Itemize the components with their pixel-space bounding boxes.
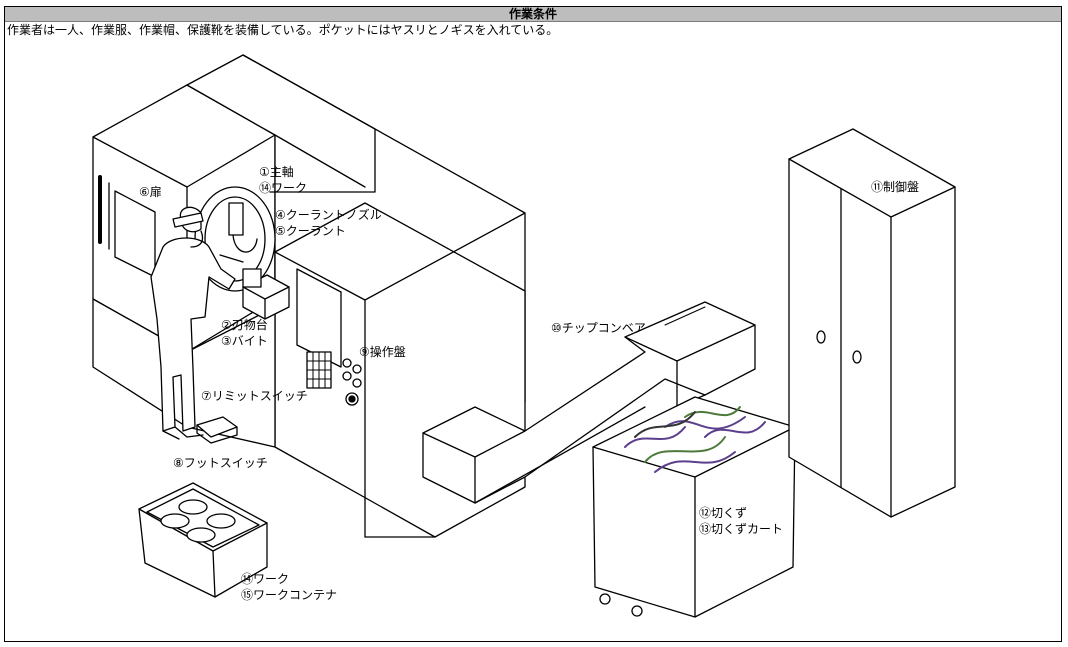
label-control-panel: ⑪制御盤	[871, 180, 920, 194]
label-foot-switch: ⑧フットスイッチ	[173, 456, 268, 470]
label-door: ⑥扉	[139, 185, 162, 199]
label-tool-post: ②刃物台	[221, 318, 268, 332]
chip-conveyor	[422, 301, 756, 504]
label-spindle: ①主軸	[259, 165, 294, 179]
header-bar: 作業条件	[5, 7, 1061, 22]
label-work-2: ⑭ワーク	[241, 572, 290, 586]
label-work-container: ⑮ワークコンテナ	[241, 588, 338, 602]
chip-cart	[592, 396, 796, 618]
header-title: 作業条件	[508, 7, 557, 21]
label-limit-switch: ⑦リミットスイッチ	[201, 389, 308, 403]
label-chip-cart: ⑬切くずカート	[699, 522, 784, 536]
label-chips: ⑫切くず	[699, 506, 748, 520]
label-coolant-nozzle: ④クーラントノズル	[275, 208, 382, 222]
diagram-frame: 作業条件 作業者は一人、作業服、作業帽、保護靴を装備している。ポケットにはヤスリ…	[4, 6, 1062, 642]
work-conditions-text: 作業者は一人、作業服、作業帽、保護靴を装備している。ポケットにはヤスリとノギスを…	[7, 23, 559, 37]
work-container	[138, 482, 268, 598]
label-work-1: ⑭ワーク	[259, 181, 308, 195]
label-bite: ③バイト	[221, 334, 268, 348]
control-panel-cabinet	[788, 128, 956, 518]
label-operation-panel: ⑨操作盤	[359, 345, 406, 359]
operator-figure	[150, 206, 238, 444]
lathe-illustration	[92, 54, 956, 618]
label-chip-conveyor: ⑩チップコンベア	[551, 321, 646, 335]
label-coolant: ⑤クーラント	[275, 224, 346, 238]
